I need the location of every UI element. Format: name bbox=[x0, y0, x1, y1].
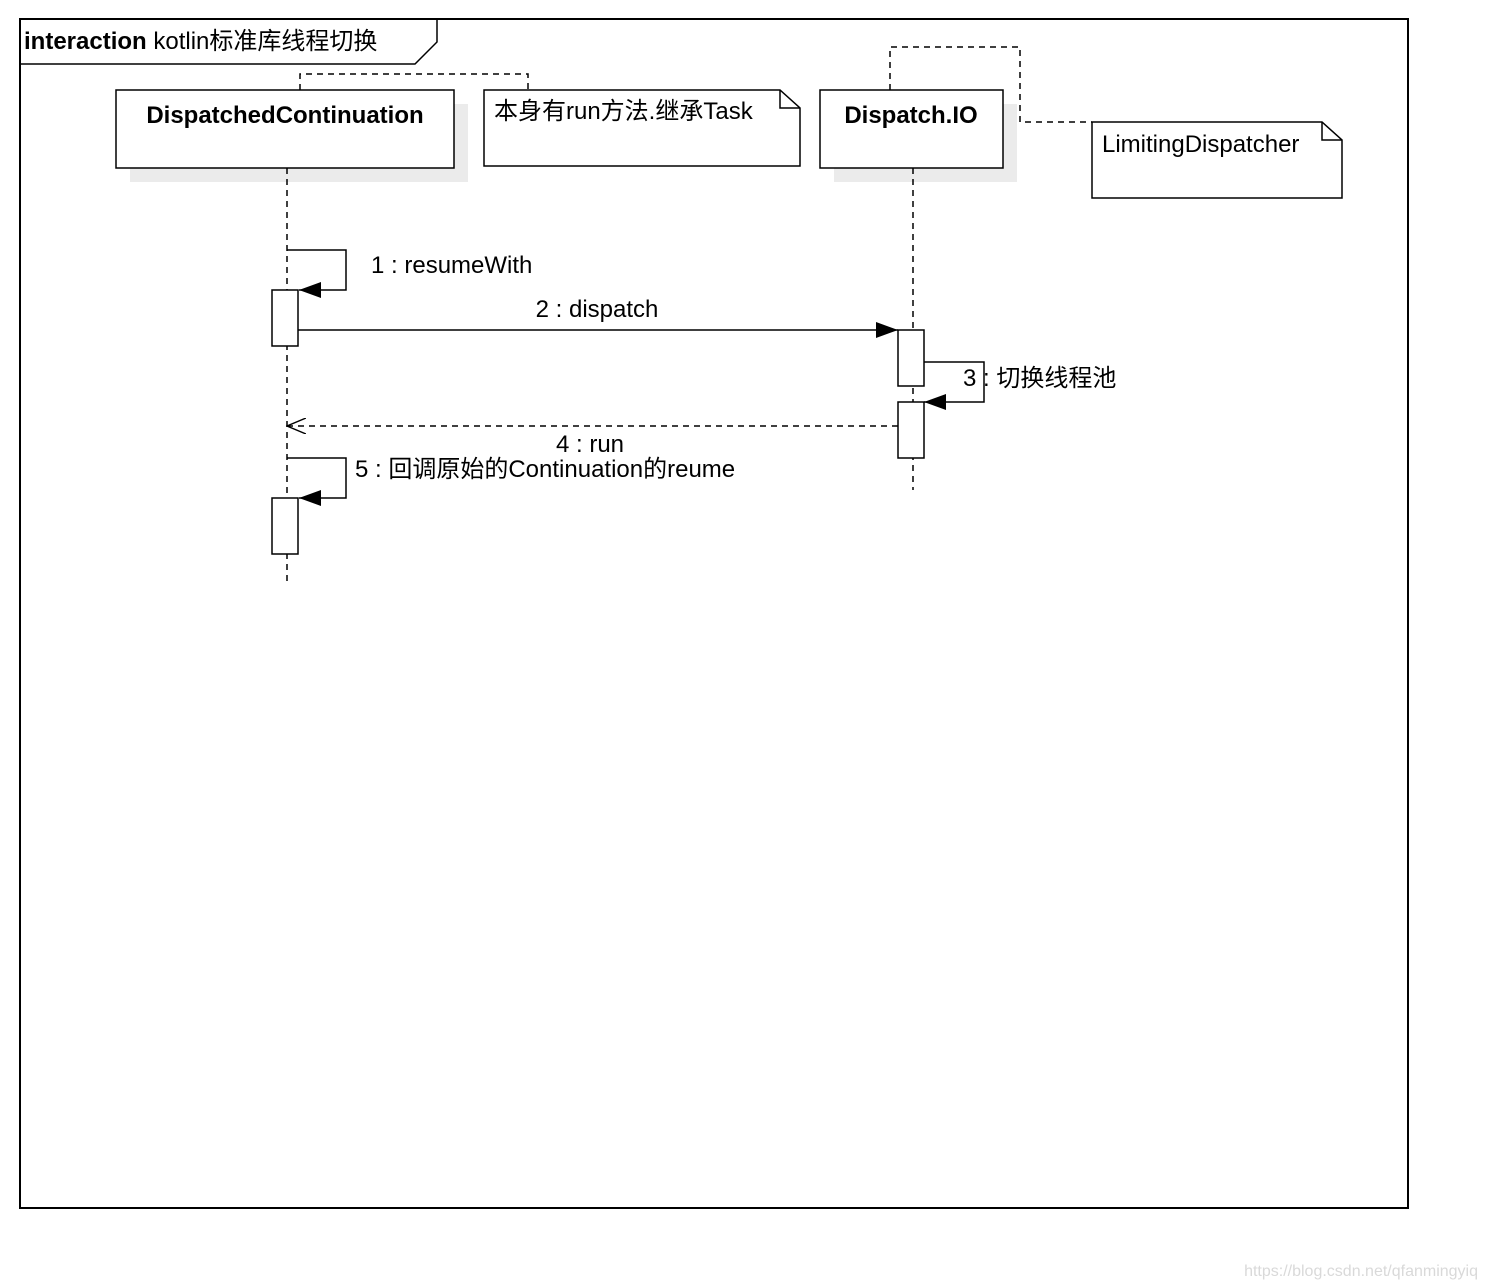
message-resume-with[interactable]: 1 : resumeWith bbox=[287, 249, 532, 298]
activation-bar bbox=[271, 289, 299, 347]
message-switch-thread-pool[interactable]: 3 : 切换线程池 bbox=[924, 361, 1116, 410]
message-label: 3 : 切换线程池 bbox=[963, 365, 1116, 392]
note-text: LimitingDispatcher bbox=[1102, 131, 1299, 158]
message-label: 5 : 回调原始的Continuation的reume bbox=[355, 456, 735, 483]
message-dispatch[interactable]: 2 : dispatch bbox=[298, 296, 898, 338]
lifeline-dispatched-continuation[interactable]: DispatchedContinuation bbox=[115, 89, 468, 584]
message-label: 2 : dispatch bbox=[536, 296, 659, 323]
message-label: 4 : run bbox=[556, 431, 624, 458]
message-run[interactable]: 4 : run bbox=[287, 426, 898, 458]
note-task[interactable]: 本身有run方法.继承Task bbox=[299, 73, 801, 167]
lifeline-dispatch-io[interactable]: Dispatch.IO bbox=[819, 89, 1017, 490]
note-connector bbox=[299, 73, 529, 90]
activation-bar bbox=[897, 401, 925, 459]
message-callback-resume[interactable]: 5 : 回调原始的Continuation的reume bbox=[287, 456, 735, 506]
message-label: 1 : resumeWith bbox=[371, 252, 532, 279]
note-limiting-dispatcher[interactable]: LimitingDispatcher bbox=[889, 46, 1343, 199]
lifeline-label: DispatchedContinuation bbox=[146, 102, 423, 129]
interaction-frame: interaction kotlin标准库线程切换 bbox=[19, 18, 1409, 1209]
note-text: 本身有run方法.继承Task bbox=[494, 98, 754, 125]
lifeline-label: Dispatch.IO bbox=[844, 102, 977, 129]
frame-title: interaction kotlin标准库线程切换 bbox=[24, 28, 377, 55]
activation-bar bbox=[897, 329, 925, 387]
frame-name: kotlin标准库线程切换 bbox=[153, 28, 377, 55]
frame-keyword: interaction bbox=[24, 28, 147, 55]
watermark: https://blog.csdn.net/qfanmingyiq bbox=[1244, 1263, 1478, 1280]
activation-bar bbox=[271, 497, 299, 555]
